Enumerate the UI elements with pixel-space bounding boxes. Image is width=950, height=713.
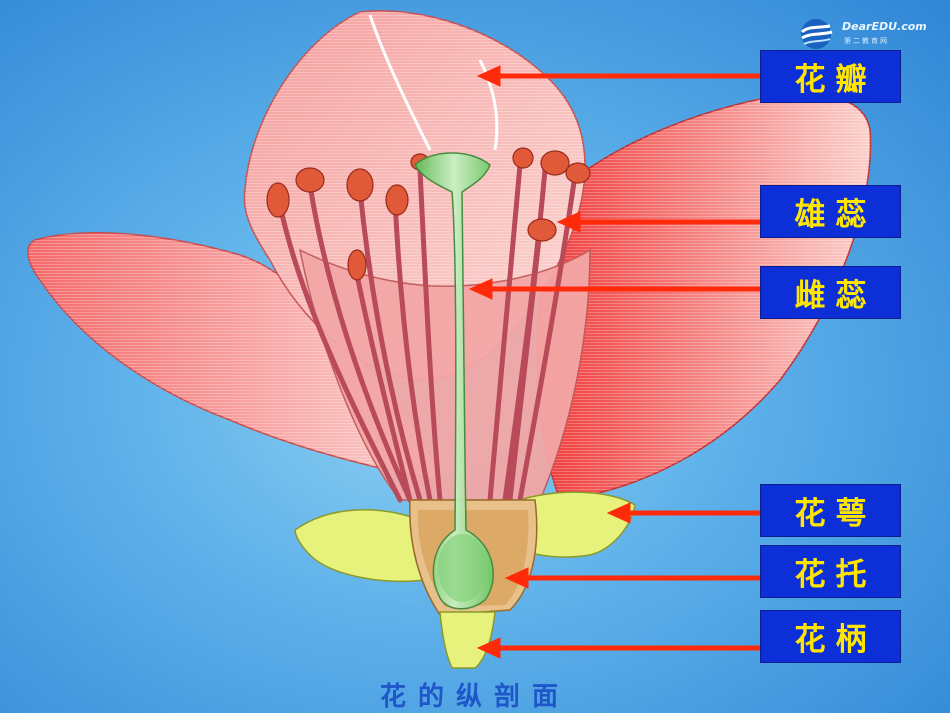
label-pedicel: 花柄: [760, 610, 901, 663]
sepals: [294, 491, 636, 583]
dearedu-logo: DearEDU.com 第二教育网: [796, 16, 936, 52]
diagram-caption: 花的纵剖面: [379, 682, 570, 712]
arrow-sepal: [606, 502, 760, 524]
arrow-pedicel: [476, 637, 760, 659]
label-receptacle: 花托: [760, 545, 901, 598]
label-petal: 花瓣: [760, 50, 901, 103]
pointer-arrows: [468, 65, 760, 659]
logo-text: DearEDU.com: [842, 20, 927, 33]
arrow-stamen: [556, 211, 760, 233]
pistil: [414, 152, 494, 610]
arrow-petal: [476, 65, 760, 87]
arrow-receptacle: [504, 567, 760, 589]
label-sepal: 花萼: [760, 484, 901, 537]
label-stamen: 雄蕊: [760, 185, 901, 238]
wave-logo-icon: [800, 19, 833, 49]
pedicel: [439, 611, 496, 669]
logo-subtext: 第二教育网: [844, 37, 889, 45]
arrow-pistil: [468, 278, 760, 300]
label-pistil: 雌蕊: [760, 266, 901, 319]
